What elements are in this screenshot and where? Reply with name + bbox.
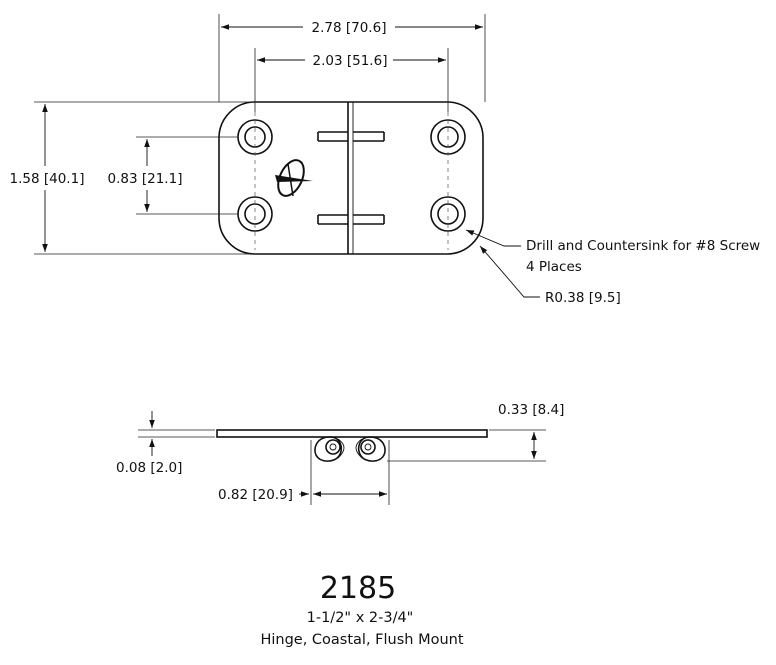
leaf-plate	[216, 429, 488, 438]
side-view: 0.33 [8.4] 0.08 [2.0] 0.82 [20.9]	[116, 402, 564, 505]
knuckle-slot-top	[317, 131, 385, 142]
title-block: 2185 1-1/2" x 2-3/4" Hinge, Coastal, Flu…	[260, 571, 463, 648]
overall-height-dim: 1.58 [40.1]	[10, 171, 85, 187]
hole-note-line2: 4 Places	[526, 259, 582, 275]
leaf-thickness-dim: 0.08 [2.0]	[116, 460, 182, 476]
part-size: 1-1/2" x 2-3/4"	[307, 610, 414, 626]
overall-width-dim: 2.78 [70.6]	[312, 20, 387, 36]
top-view: 2.78 [70.6] 2.03 [51.6] 1.58 [40.1] 0.83…	[10, 14, 760, 306]
knuckle-slot-bottom	[317, 214, 385, 225]
overall-thickness-dim: 0.33 [8.4]	[498, 402, 564, 418]
part-number: 2185	[320, 571, 396, 606]
knuckle-assembly	[314, 436, 386, 462]
corner-radius-dim: R0.38 [9.5]	[545, 290, 621, 306]
knuckle-width-dim: 0.82 [20.9]	[218, 487, 293, 503]
hole-spacing-x-dim: 2.03 [51.6]	[313, 53, 388, 69]
hole-note-line1: Drill and Countersink for #8 Screw	[526, 238, 760, 254]
hole-spacing-y-dim: 0.83 [21.1]	[108, 171, 183, 187]
hinge-outline	[218, 101, 484, 255]
part-description: Hinge, Coastal, Flush Mount	[260, 632, 463, 648]
brand-logo-icon	[275, 159, 313, 197]
